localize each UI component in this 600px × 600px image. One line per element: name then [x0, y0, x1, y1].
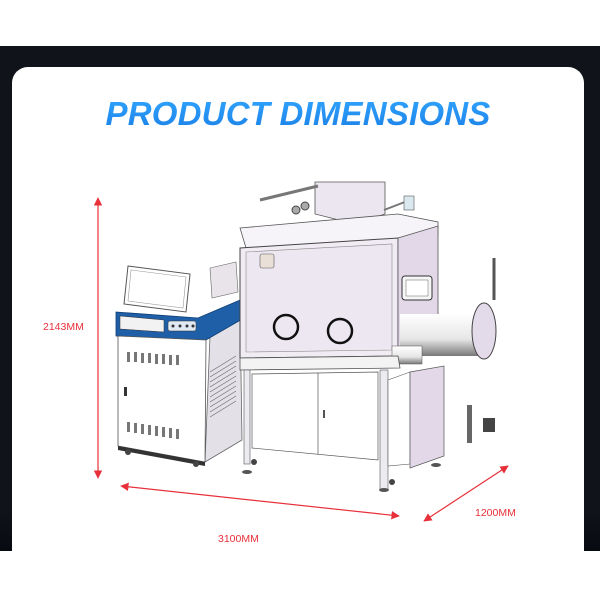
depth-dimension-label: 1200MM — [475, 507, 516, 519]
base-cabinet — [239, 355, 445, 492]
laser-welder-machine — [115, 261, 245, 467]
glovebox-chamber — [239, 181, 497, 443]
depth-dimension-arrow — [423, 465, 509, 522]
page-title: PRODUCT DIMENSIONS — [12, 95, 584, 133]
length-dimension-arrow — [120, 482, 400, 520]
length-dimension-label: 3100MM — [218, 533, 259, 545]
height-dimension-label: 2143MM — [43, 321, 84, 333]
